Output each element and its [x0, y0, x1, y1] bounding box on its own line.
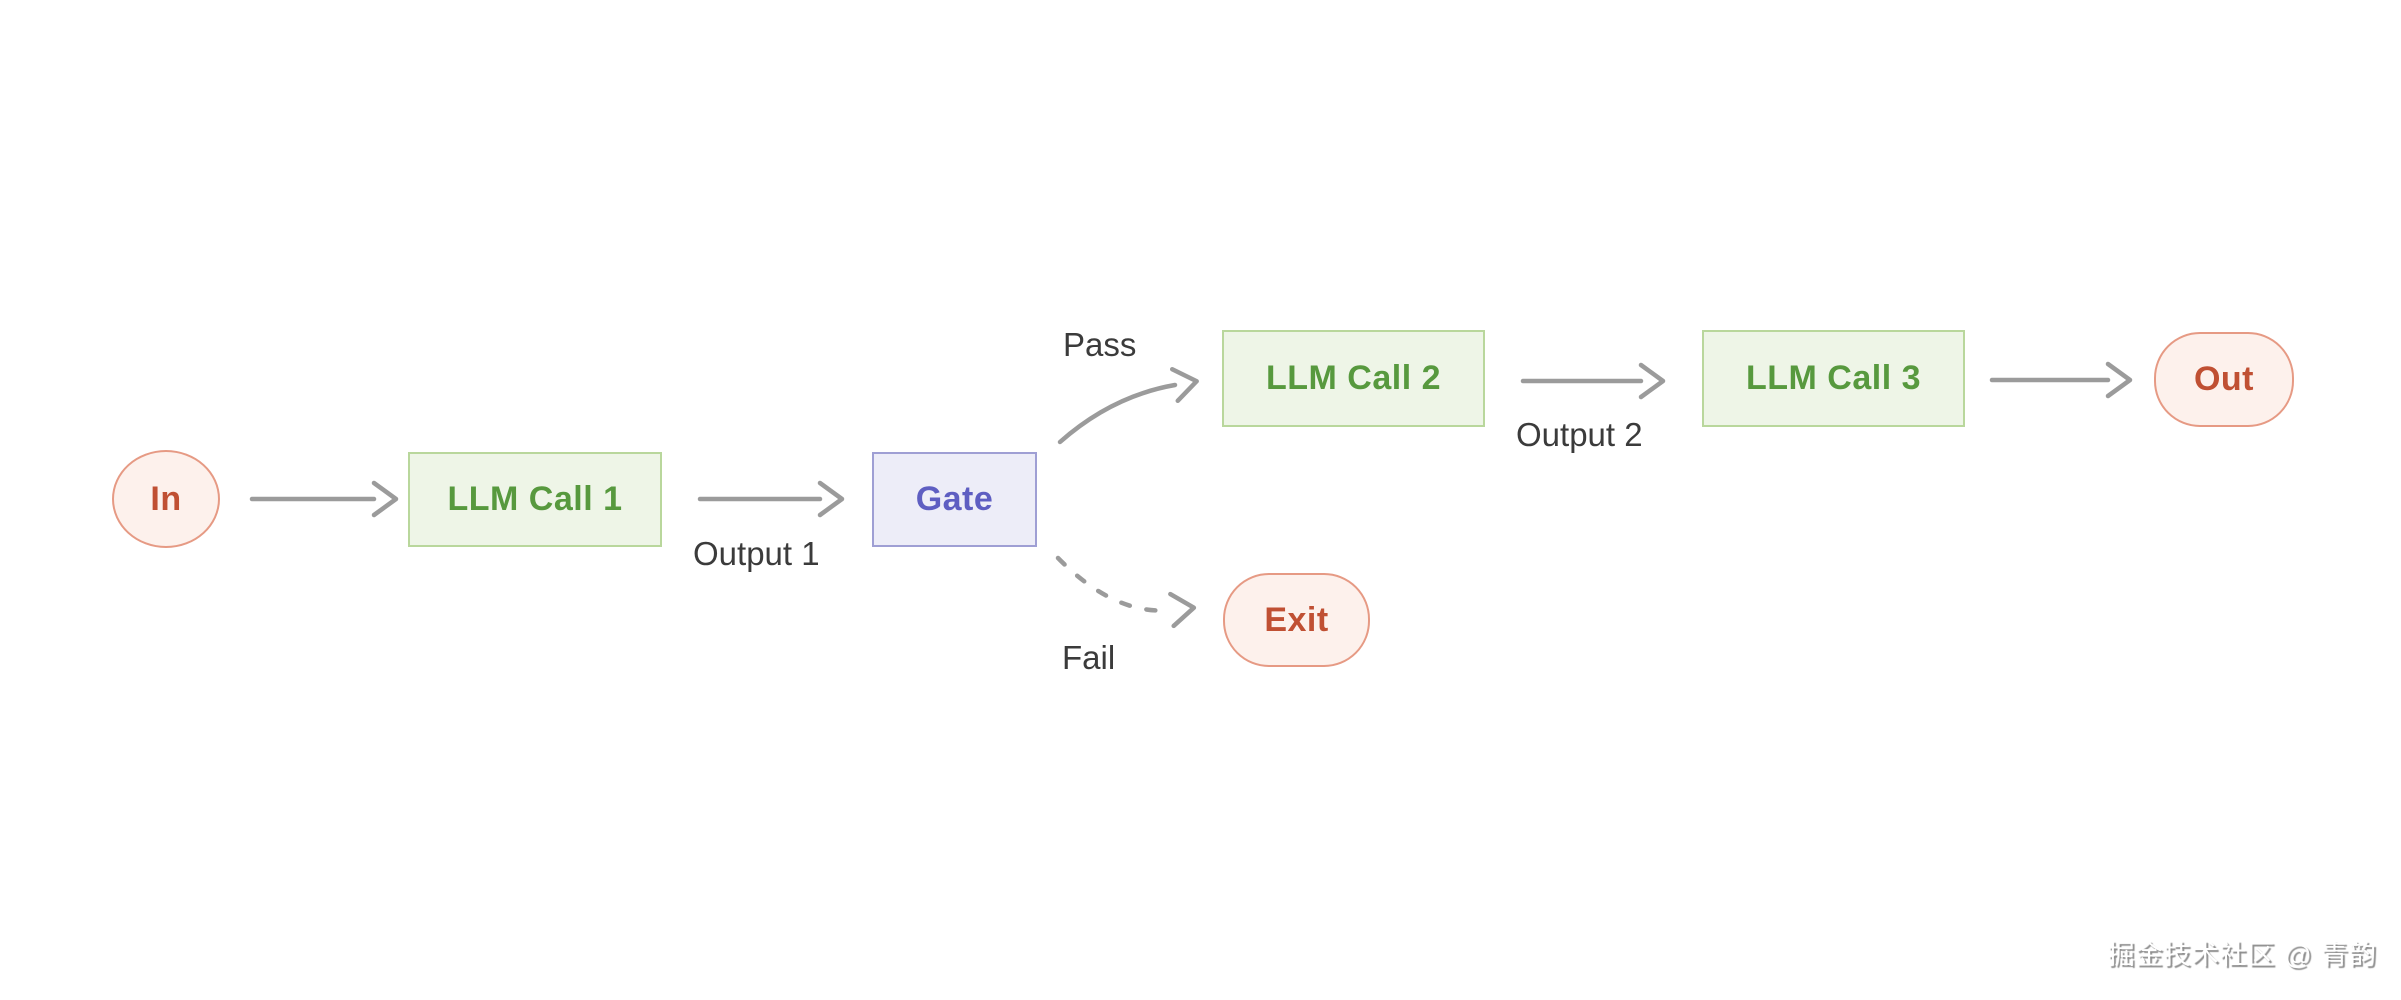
node-llm-call-3: LLM Call 3: [1702, 330, 1965, 427]
node-gate: Gate: [872, 452, 1037, 547]
watermark-text: 掘金技术社区 @ 青韵: [2107, 940, 2377, 970]
node-llm-call-1-label: LLM Call 1: [447, 480, 623, 518]
node-in-label: In: [150, 479, 182, 518]
node-out: Out: [2154, 332, 2294, 427]
edge-label-output-1: Output 1: [693, 535, 820, 572]
node-llm-call-1: LLM Call 1: [408, 452, 662, 547]
edge-label-pass: Pass: [1063, 326, 1137, 363]
edge-label-output-2: Output 2: [1516, 416, 1643, 453]
edge-gate-fail: [1055, 555, 1197, 629]
node-llm-call-3-label: LLM Call 3: [1745, 359, 1922, 397]
node-out-label: Out: [2193, 360, 2255, 398]
edge-gate-pass: [1057, 366, 1199, 445]
node-exit-label: Exit: [1264, 600, 1329, 639]
node-in: In: [112, 450, 220, 548]
node-gate-label: Gate: [915, 480, 994, 518]
node-llm-call-2: LLM Call 2: [1222, 330, 1485, 427]
node-llm-call-2-label: LLM Call 2: [1265, 359, 1442, 397]
edge-label-fail: Fail: [1062, 639, 1116, 676]
node-exit: Exit: [1223, 573, 1370, 667]
